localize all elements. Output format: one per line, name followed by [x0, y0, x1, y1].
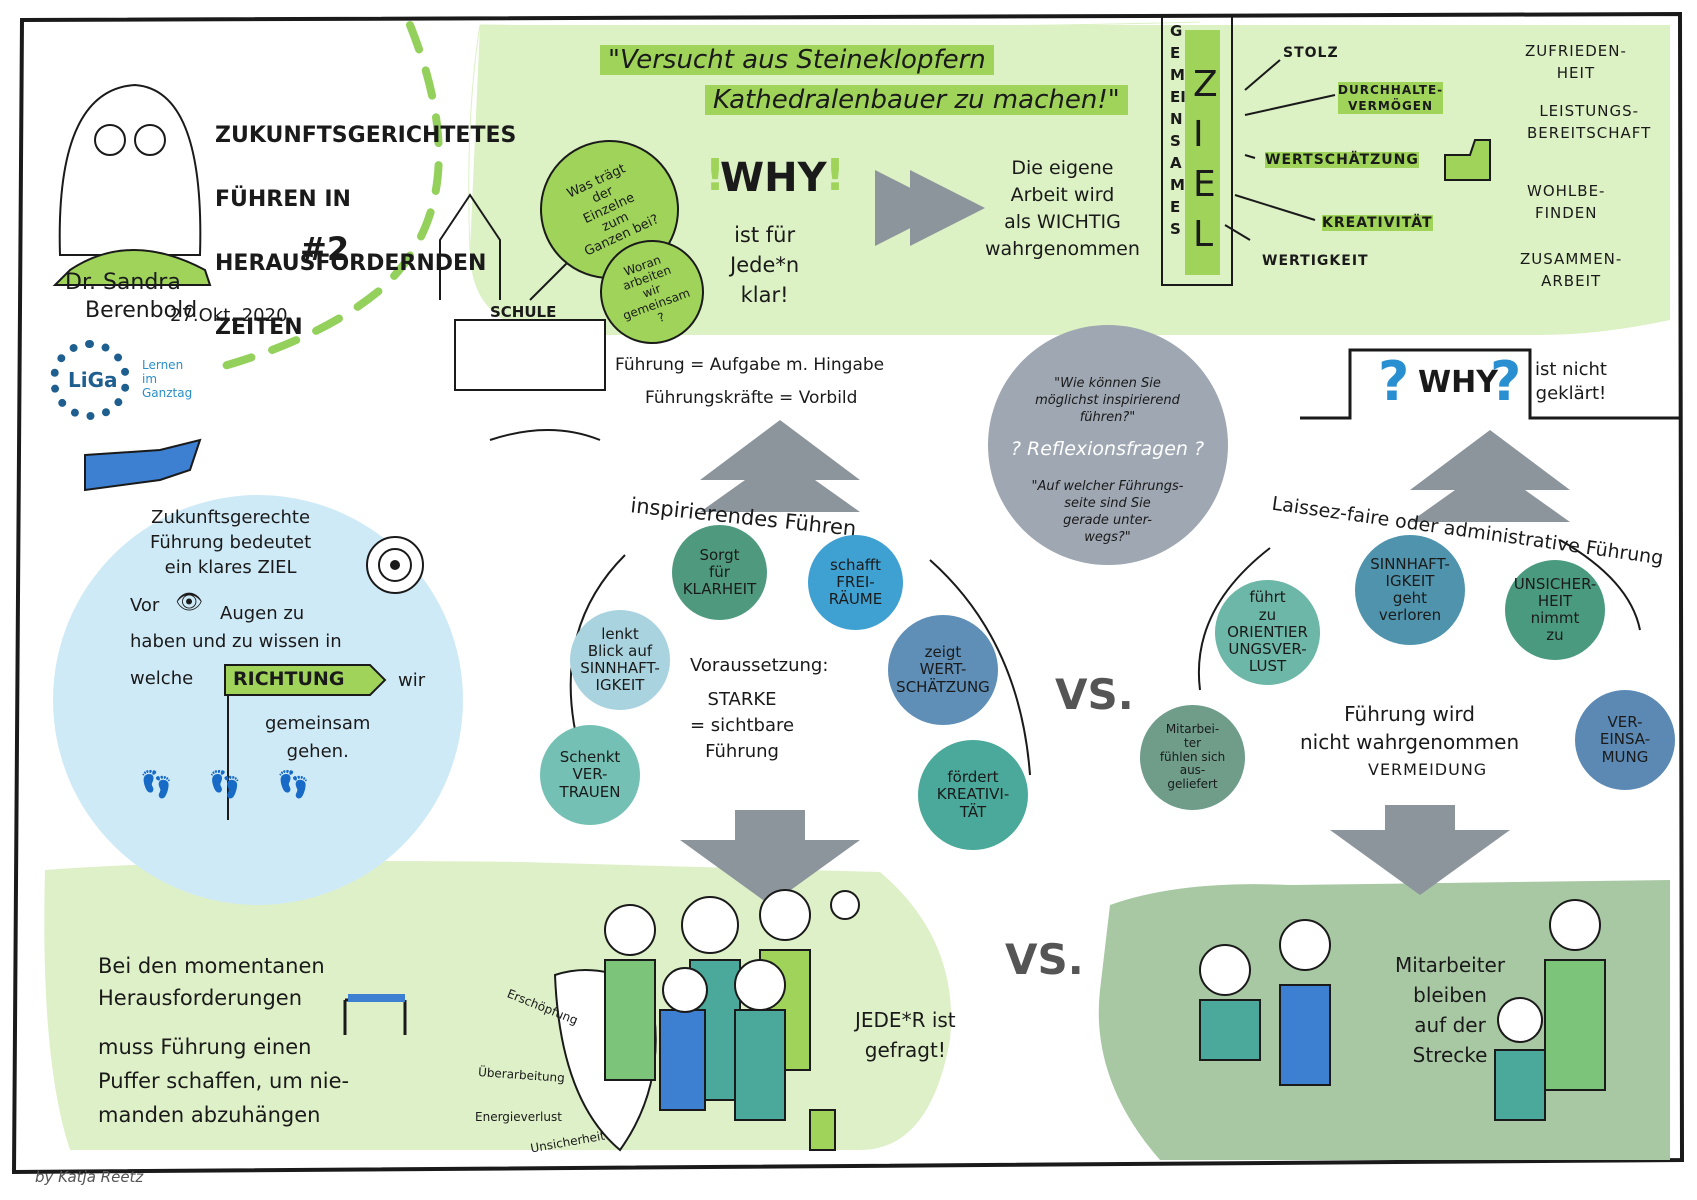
vs-label-top: VS. — [1055, 670, 1134, 719]
goal-text-5: wir — [398, 670, 426, 691]
speaker-name-line2: Berenbold — [85, 298, 198, 323]
why-clear-text: ist für Jede*n klar! — [730, 223, 800, 307]
result-zufriedenheit: ZUFRIEDEN- HEIT — [1525, 42, 1627, 82]
episode-number: #2 — [300, 230, 350, 268]
event-date: 27.Okt. 2020 — [170, 305, 288, 326]
laissez-circle-vereinsamung: VER- EINSA- MUNG — [1575, 690, 1675, 790]
direction-sign-label: RICHTUNG — [233, 668, 345, 690]
liga-logo-tagline: Lernen im Ganztag — [142, 358, 193, 400]
why-clear-exclaim-right: ! — [825, 150, 846, 201]
why-clear-exclaim-left: ! — [705, 150, 726, 201]
leadership-def-2: Führungskräfte = Vorbild — [645, 388, 858, 408]
result-zusammenarbeit: ZUSAMMEN- ARBEIT — [1520, 250, 1623, 290]
left-behind-text: Mitarbeiter bleiben auf der Strecke — [1395, 953, 1506, 1067]
requirement-text: STARKE = sichtbare Führung — [690, 689, 795, 762]
shared-goal-ziel: ZIEL — [1193, 64, 1218, 255]
footsteps-icon: 👣 👣 👣 — [140, 770, 324, 800]
requirement-title: Voraussetzung: — [690, 655, 829, 676]
reflection-question-2: "Auf welcher Führungs- seite sind Sie ge… — [1031, 479, 1184, 545]
why-unclear-qmark-left: ? — [1378, 350, 1410, 413]
title-block: ZUKUNFTSGERICHTETES FÜHREN IN HERAUSFORD… — [215, 88, 516, 376]
challenges-text-2: muss Führung einen Puffer schaffen, um n… — [98, 1035, 350, 1127]
quote-line-2: Kathedralenbauer zu machen!" — [705, 85, 1128, 115]
leadership-def-1: Führung = Aufgabe m. Hingabe — [615, 355, 885, 375]
inspiring-circle-wertschaetzung: zeigt WERT- SCHÄTZUNG — [888, 615, 998, 725]
work-important-text: Die eigene Arbeit wird als WICHTIG wahrg… — [985, 157, 1140, 260]
title-line-2: FÜHREN IN — [215, 187, 351, 212]
laissez-circle-sinnhaftigkeit: SINNHAFT- IGKEIT geht verloren — [1355, 535, 1465, 645]
result-wohlbefinden: WOHLBE- FINDEN — [1527, 182, 1606, 222]
goal-text-1: Zukunftsgerechte Führung bedeutet ein kl… — [150, 507, 312, 578]
everyone-asked-text: JEDE*R ist gefragt! — [855, 1008, 956, 1062]
speaker-name-line1: Dr. Sandra — [65, 270, 181, 295]
outcome-wertschaetzung: WERTSCHÄTZUNG — [1265, 152, 1419, 168]
avoidance-text: VERMEIDUNG — [1368, 760, 1488, 779]
goal-text-4: welche — [130, 668, 194, 689]
outcome-stolz: STOLZ — [1283, 45, 1339, 61]
why-clear-label: WHY — [720, 155, 827, 201]
goal-text-3: Augen zu haben und zu wissen in — [130, 603, 342, 652]
not-perceived-text: Führung wird nicht wahrgenommen — [1300, 702, 1520, 754]
why-unclear-qmark-right: ? — [1490, 350, 1522, 413]
title-line-1: ZUKUNFTSGERICHTETES — [215, 123, 517, 148]
laissez-circle-unsicherheit: UNSICHER- HEIT nimmt zu — [1505, 560, 1605, 660]
liga-logo-ring — [50, 340, 130, 420]
inspiring-circle-klarheit: Sorgt für KLARHEIT — [672, 525, 767, 620]
outcome-kreativitaet: KREATIVITÄT — [1322, 215, 1433, 231]
challenges-text-1: Bei den momentanen Herausforderungen — [98, 954, 325, 1010]
outcome-wertigkeit: WERTIGKEIT — [1262, 253, 1369, 269]
goal-text-6: gemeinsam gehen. — [265, 713, 371, 762]
why-unclear-label: WHY — [1418, 365, 1498, 400]
title-line-3: HERAUSFORDERNDEN — [215, 251, 487, 276]
liga-logo-name: LiGa — [68, 368, 118, 392]
eye-icon: 👁 — [175, 590, 203, 615]
why-unclear-text: ist nicht geklärt! — [1535, 359, 1607, 404]
reflection-question-1: "Wie können Sie möglichst inspirierend f… — [1035, 376, 1180, 425]
reflection-title: ? Reflexionsfragen ? — [1010, 438, 1205, 460]
quote-line-1: "Versucht aus Steineklopfern — [600, 45, 994, 75]
inspiring-circle-kreativitaet: fördert KREATIVI- TÄT — [918, 740, 1028, 850]
goal-text-2: Vor — [130, 595, 160, 616]
shield-word-3: Energieverlust — [475, 1110, 562, 1124]
artist-credit: by Katja Reetz — [35, 1168, 144, 1186]
title-line-4: ZEITEN — [215, 315, 303, 340]
vs-label-bottom: VS. — [1005, 935, 1084, 984]
laissez-circle-ausgeliefert: Mitarbei- ter fühlen sich aus- geliefert — [1140, 705, 1245, 810]
outcome-durchhaltevermoegen: DURCHHALTE- VERMÖGEN — [1338, 82, 1444, 114]
inspiring-circle-vertrauen: Schenkt VER- TRAUEN — [540, 725, 640, 825]
school-label: SCHULE — [490, 303, 557, 321]
inspiring-circle-sinnhaftigkeit: lenkt Blick auf SINNHAFT- IGKEIT — [570, 610, 670, 710]
liga-logo: LiGa Lernen im Ganztag — [50, 340, 192, 430]
result-leistungsbereitschaft: LEISTUNGS- BEREITSCHAFT — [1527, 102, 1652, 142]
inspiring-circle-freiraeume: schafft FREI- RÄUME — [808, 535, 903, 630]
shared-goal-vertical: GEMEINSAMES — [1170, 22, 1186, 238]
laissez-circle-orientierung: führt zu ORIENTIER UNGSVER- LUST — [1215, 580, 1320, 685]
